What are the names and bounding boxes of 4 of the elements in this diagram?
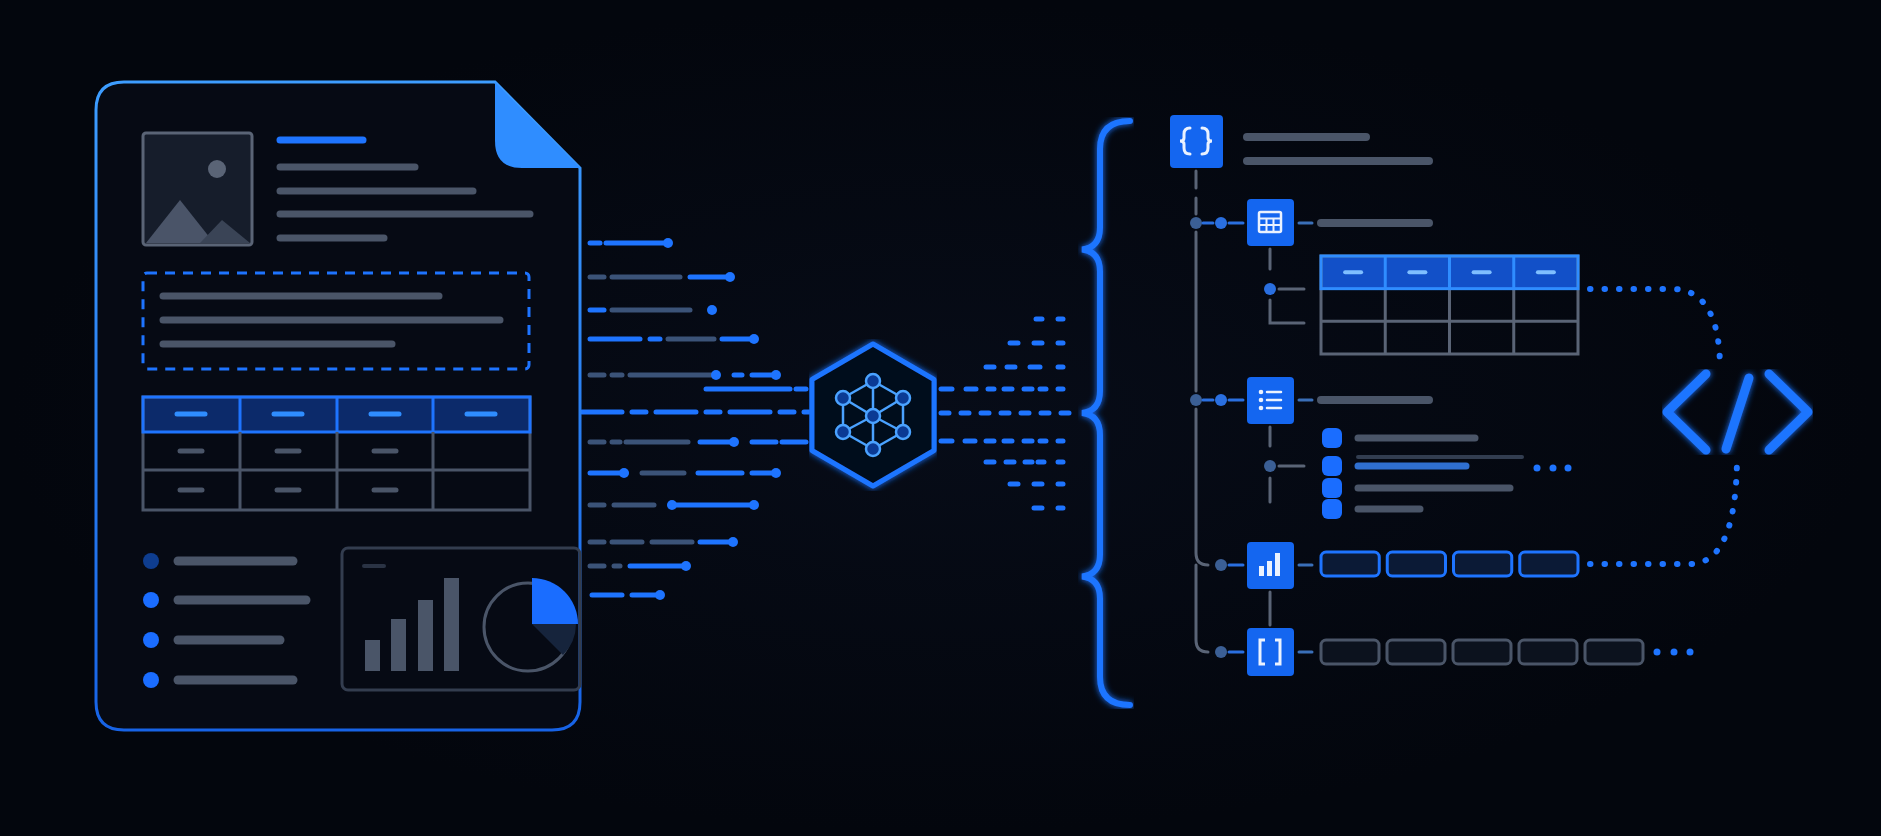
code-icon <box>1662 369 1813 455</box>
value-box-row <box>1319 550 1580 578</box>
table-grid <box>1319 254 1580 356</box>
document-illustration <box>94 79 582 732</box>
